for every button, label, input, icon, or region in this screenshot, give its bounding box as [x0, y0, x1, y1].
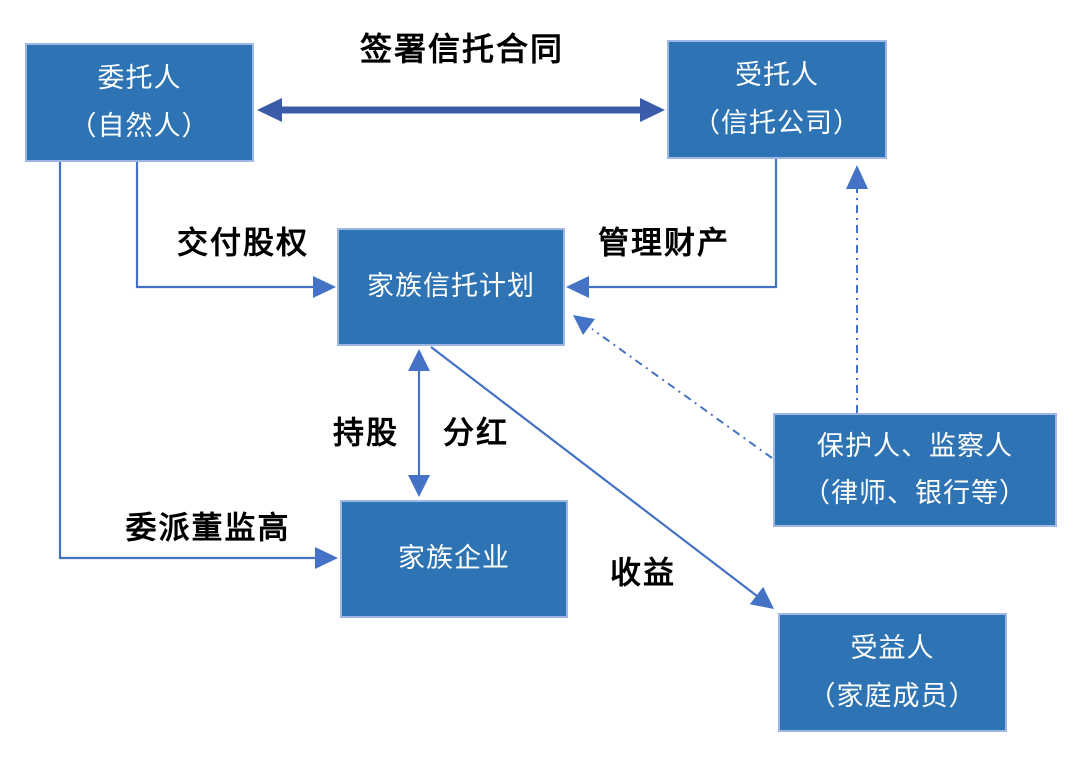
- label-deliver-equity: 交付股权: [177, 225, 309, 261]
- node-trustee-line2: （信托公司）: [693, 107, 861, 138]
- appoint-executives-arrow: [58, 162, 338, 569]
- label-manage-property: 管理财产: [598, 225, 730, 261]
- income-arrow: [430, 346, 774, 609]
- node-family-business-line1: 家族企业: [398, 543, 510, 574]
- node-settlor-line1: 委托人: [97, 63, 182, 94]
- deliver-equity-arrow: [135, 162, 336, 298]
- node-family-business: 家族企业: [340, 500, 568, 618]
- label-sign-contract: 签署信托合同: [359, 31, 565, 67]
- sign-contract-arrow: [257, 98, 665, 122]
- label-income: 收益: [610, 555, 676, 591]
- label-appoint-executives: 委派董监高: [125, 510, 291, 546]
- node-beneficiary-line2: （家庭成员）: [808, 680, 977, 711]
- node-beneficiary: 受益人 （家庭成员）: [778, 613, 1007, 732]
- node-trust-plan-line1: 家族信托计划: [367, 271, 535, 302]
- protector-to-plan-arrow: [573, 315, 773, 459]
- node-settlor-line2: （自然人）: [69, 110, 210, 141]
- label-dividends: 分红: [443, 415, 509, 451]
- node-trustee-line1: 受托人: [735, 60, 819, 91]
- node-protector: 保护人、监察人 （律师、银行等）: [773, 413, 1057, 527]
- node-protector-line1: 保护人、监察人: [817, 430, 1013, 461]
- manage-property-arrow: [566, 159, 778, 298]
- node-trust-plan: 家族信托计划: [337, 228, 565, 346]
- node-beneficiary-line1: 受益人: [850, 633, 935, 664]
- node-protector-line2: （律师、银行等）: [803, 478, 1027, 508]
- protector-to-trustee-arrow: [846, 165, 868, 413]
- label-hold-shares: 持股: [333, 415, 399, 451]
- node-settlor: 委托人 （自然人）: [25, 43, 254, 162]
- hold-shares-dividend-arrow: [408, 349, 430, 497]
- node-trustee: 受托人 （信托公司）: [667, 40, 887, 159]
